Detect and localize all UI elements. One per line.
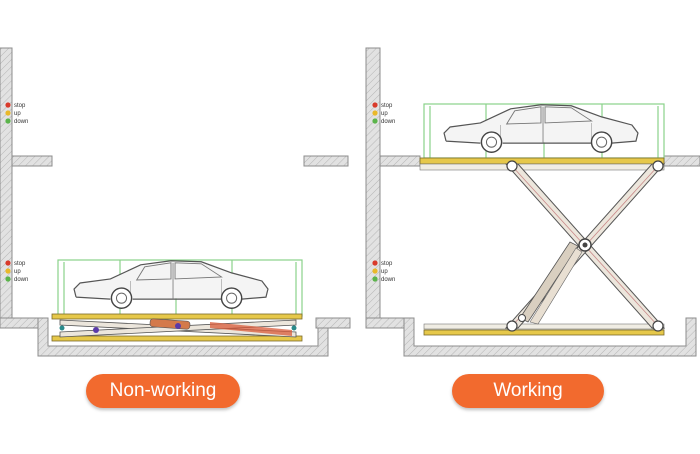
up-light-icon (372, 110, 378, 116)
legend-down: down (14, 277, 28, 283)
left-ground-right (315, 317, 351, 329)
legend-stop: stop (381, 103, 393, 109)
legend-up: up (14, 269, 21, 275)
down-light-icon (372, 276, 378, 282)
non-working-label: Non-working (86, 374, 240, 408)
car-icon (443, 103, 639, 154)
down-light-icon (5, 118, 11, 124)
right-upper-ledge-left (303, 155, 349, 167)
down-light-icon (5, 276, 11, 282)
left-upper-ledge (11, 155, 53, 167)
up-light-icon (372, 268, 378, 274)
right-panel: stop up down stop up down (303, 47, 700, 357)
legend-stop: stop (14, 261, 26, 267)
car-icon (73, 259, 269, 310)
scissor-lift-icon (51, 313, 303, 342)
legend-stop: stop (14, 103, 26, 109)
right-wall (365, 47, 381, 329)
top-platform (419, 157, 665, 165)
left-panel: stop up down stop up down (0, 47, 351, 357)
legend-down: down (14, 119, 28, 125)
up-light-icon (5, 110, 11, 116)
left-wall (0, 47, 13, 329)
legend-down: down (381, 277, 395, 283)
right-legend-bottom: stop up down (372, 260, 395, 283)
right-legend-top: stop up down (372, 102, 395, 125)
legend-up: up (14, 111, 21, 117)
legend-down: down (381, 119, 395, 125)
legend-up: up (381, 269, 388, 275)
stop-light-icon (5, 102, 11, 108)
left-legend-top: stop up down (5, 102, 28, 125)
bottom-platform (423, 323, 665, 330)
legend-up: up (381, 111, 388, 117)
right-upper-ledge-right (663, 155, 700, 167)
right-upper-ledge-inner (379, 155, 421, 167)
legend-stop: stop (381, 261, 393, 267)
scissor-lift-icon (504, 160, 666, 332)
stop-light-icon (372, 260, 378, 266)
left-legend-bottom: stop up down (5, 260, 28, 283)
stop-light-icon (372, 102, 378, 108)
left-ground-left (0, 317, 41, 329)
right-ground-left (365, 317, 407, 329)
right-pit (403, 317, 697, 357)
working-label: Working (452, 374, 604, 408)
down-light-icon (372, 118, 378, 124)
stop-light-icon (5, 260, 11, 266)
up-light-icon (5, 268, 11, 274)
